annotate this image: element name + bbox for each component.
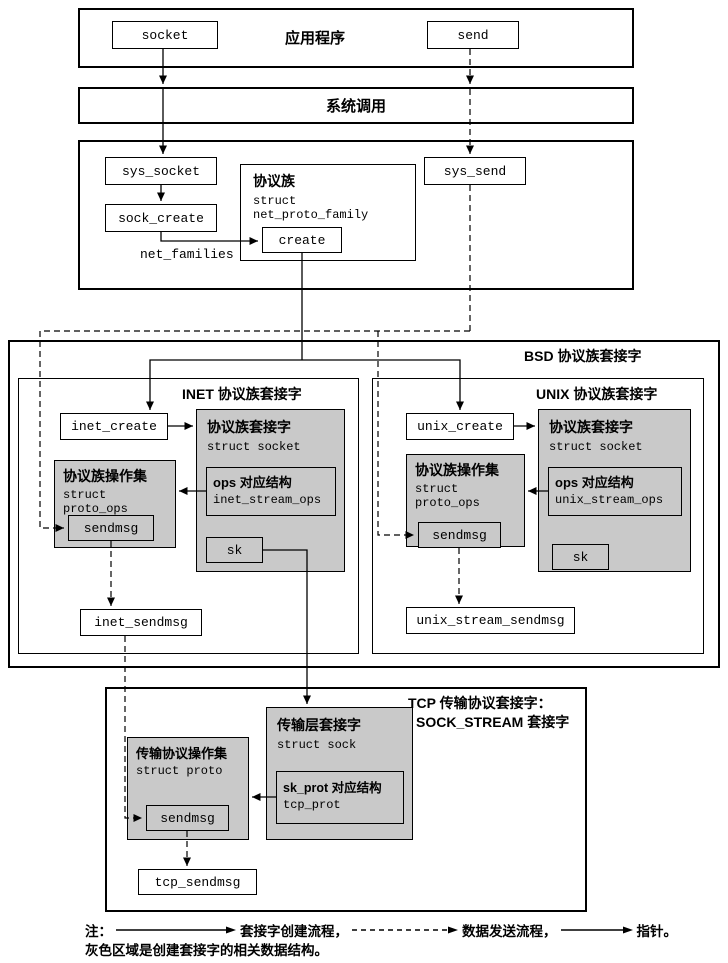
sys-socket-box: sys_socket — [105, 157, 217, 185]
tcp-layer-title-line2: SOCK_STREAM 套接字 — [416, 714, 570, 730]
inet-proto-ops-struct: struct proto_ops — [63, 488, 128, 516]
tcp-skprot-label: sk_prot 对应结构 — [283, 781, 382, 795]
inet-sendmsg-op-box: sendmsg — [68, 515, 154, 541]
tcp-sock-title: 传输层套接字 — [277, 717, 361, 733]
inet-ops-struct-name: inet_stream_ops — [213, 493, 322, 507]
sys-send-box: sys_send — [424, 157, 526, 185]
inet-sendmsg-fn-box: inet_sendmsg — [80, 609, 202, 636]
legend-note-label: 注： — [85, 924, 112, 939]
unix-create-box: unix_create — [406, 413, 514, 440]
sock-create-box: sock_create — [105, 204, 217, 232]
create-fn-box: create — [262, 227, 342, 253]
unix-proto-ops-title: 协议族操作集 — [415, 462, 499, 478]
unix-ops-struct-name: unix_stream_ops — [555, 493, 664, 507]
legend-solid-arrow-pointer — [560, 926, 633, 934]
tcp-skprot-struct-name: tcp_prot — [283, 798, 341, 812]
proto-family-title: 协议族 — [253, 173, 295, 189]
tcp-sendmsg-op-box: sendmsg — [146, 805, 229, 831]
tcp-sendmsg-fn-box: tcp_sendmsg — [138, 869, 257, 895]
legend-line1: 注： 套接字创建流程， 数据发送流程， 指针。 — [85, 920, 677, 940]
inet-proto-ops-box: 协议族操作集 struct proto_ops — [54, 460, 176, 548]
inet-family-title: INET 协议族套接字 — [182, 386, 302, 402]
inet-ops-struct-box: ops 对应结构 inet_stream_ops — [206, 467, 336, 516]
tcp-skprot-struct-box: sk_prot 对应结构 tcp_prot — [276, 771, 404, 824]
unix-sk-box: sk — [552, 544, 609, 570]
legend-dashed-arrow-send — [352, 926, 458, 934]
tcp-sock-struct-label: struct sock — [277, 738, 357, 752]
tcp-proto-struct: struct proto — [136, 764, 223, 778]
inet-socket-title: 协议族套接字 — [207, 419, 291, 435]
proto-family-struct-box: 协议族 struct net_proto_family — [240, 164, 416, 261]
proto-family-struct-label: struct net_proto_family — [253, 194, 369, 222]
tcp-proto-title: 传输协议操作集 — [136, 746, 228, 761]
unix-sendmsg-op-box: sendmsg — [418, 522, 501, 548]
inet-ops-label: ops 对应结构 — [213, 475, 292, 490]
unix-socket-struct-label: struct socket — [549, 440, 643, 454]
legend-pointer-label: 指针。 — [636, 924, 678, 939]
unix-socket-title: 协议族套接字 — [549, 419, 633, 435]
net-families-label: net_families — [140, 247, 234, 262]
inet-proto-ops-title: 协议族操作集 — [63, 468, 147, 484]
system-call-layer-box: 系统调用 — [78, 87, 634, 124]
inet-socket-struct-label: struct socket — [207, 440, 301, 454]
legend-line2: 灰色区域是创建套接字的相关数据结构。 — [85, 943, 328, 958]
bsd-layer-title: BSD 协议族套接字 — [524, 348, 642, 364]
unix-family-title: UNIX 协议族套接字 — [536, 386, 658, 402]
inet-create-box: inet_create — [60, 413, 168, 440]
inet-sk-box: sk — [206, 537, 263, 563]
unix-proto-ops-struct: struct proto_ops — [415, 482, 480, 510]
legend-send-flow-label: 数据发送流程， — [462, 924, 557, 939]
application-layer-title: 应用程序 — [284, 30, 345, 47]
socket-call-box: socket — [112, 21, 218, 49]
unix-ops-struct-box: ops 对应结构 unix_stream_ops — [548, 467, 682, 516]
legend-solid-arrow-create — [116, 926, 236, 934]
unix-ops-label: ops 对应结构 — [555, 475, 634, 490]
unix-stream-sendmsg-fn-box: unix_stream_sendmsg — [406, 607, 575, 634]
tcp-layer-title-line1: TCP 传输协议套接字： — [408, 695, 552, 711]
legend-create-flow-label: 套接字创建流程， — [240, 924, 348, 939]
send-call-box: send — [427, 21, 519, 49]
